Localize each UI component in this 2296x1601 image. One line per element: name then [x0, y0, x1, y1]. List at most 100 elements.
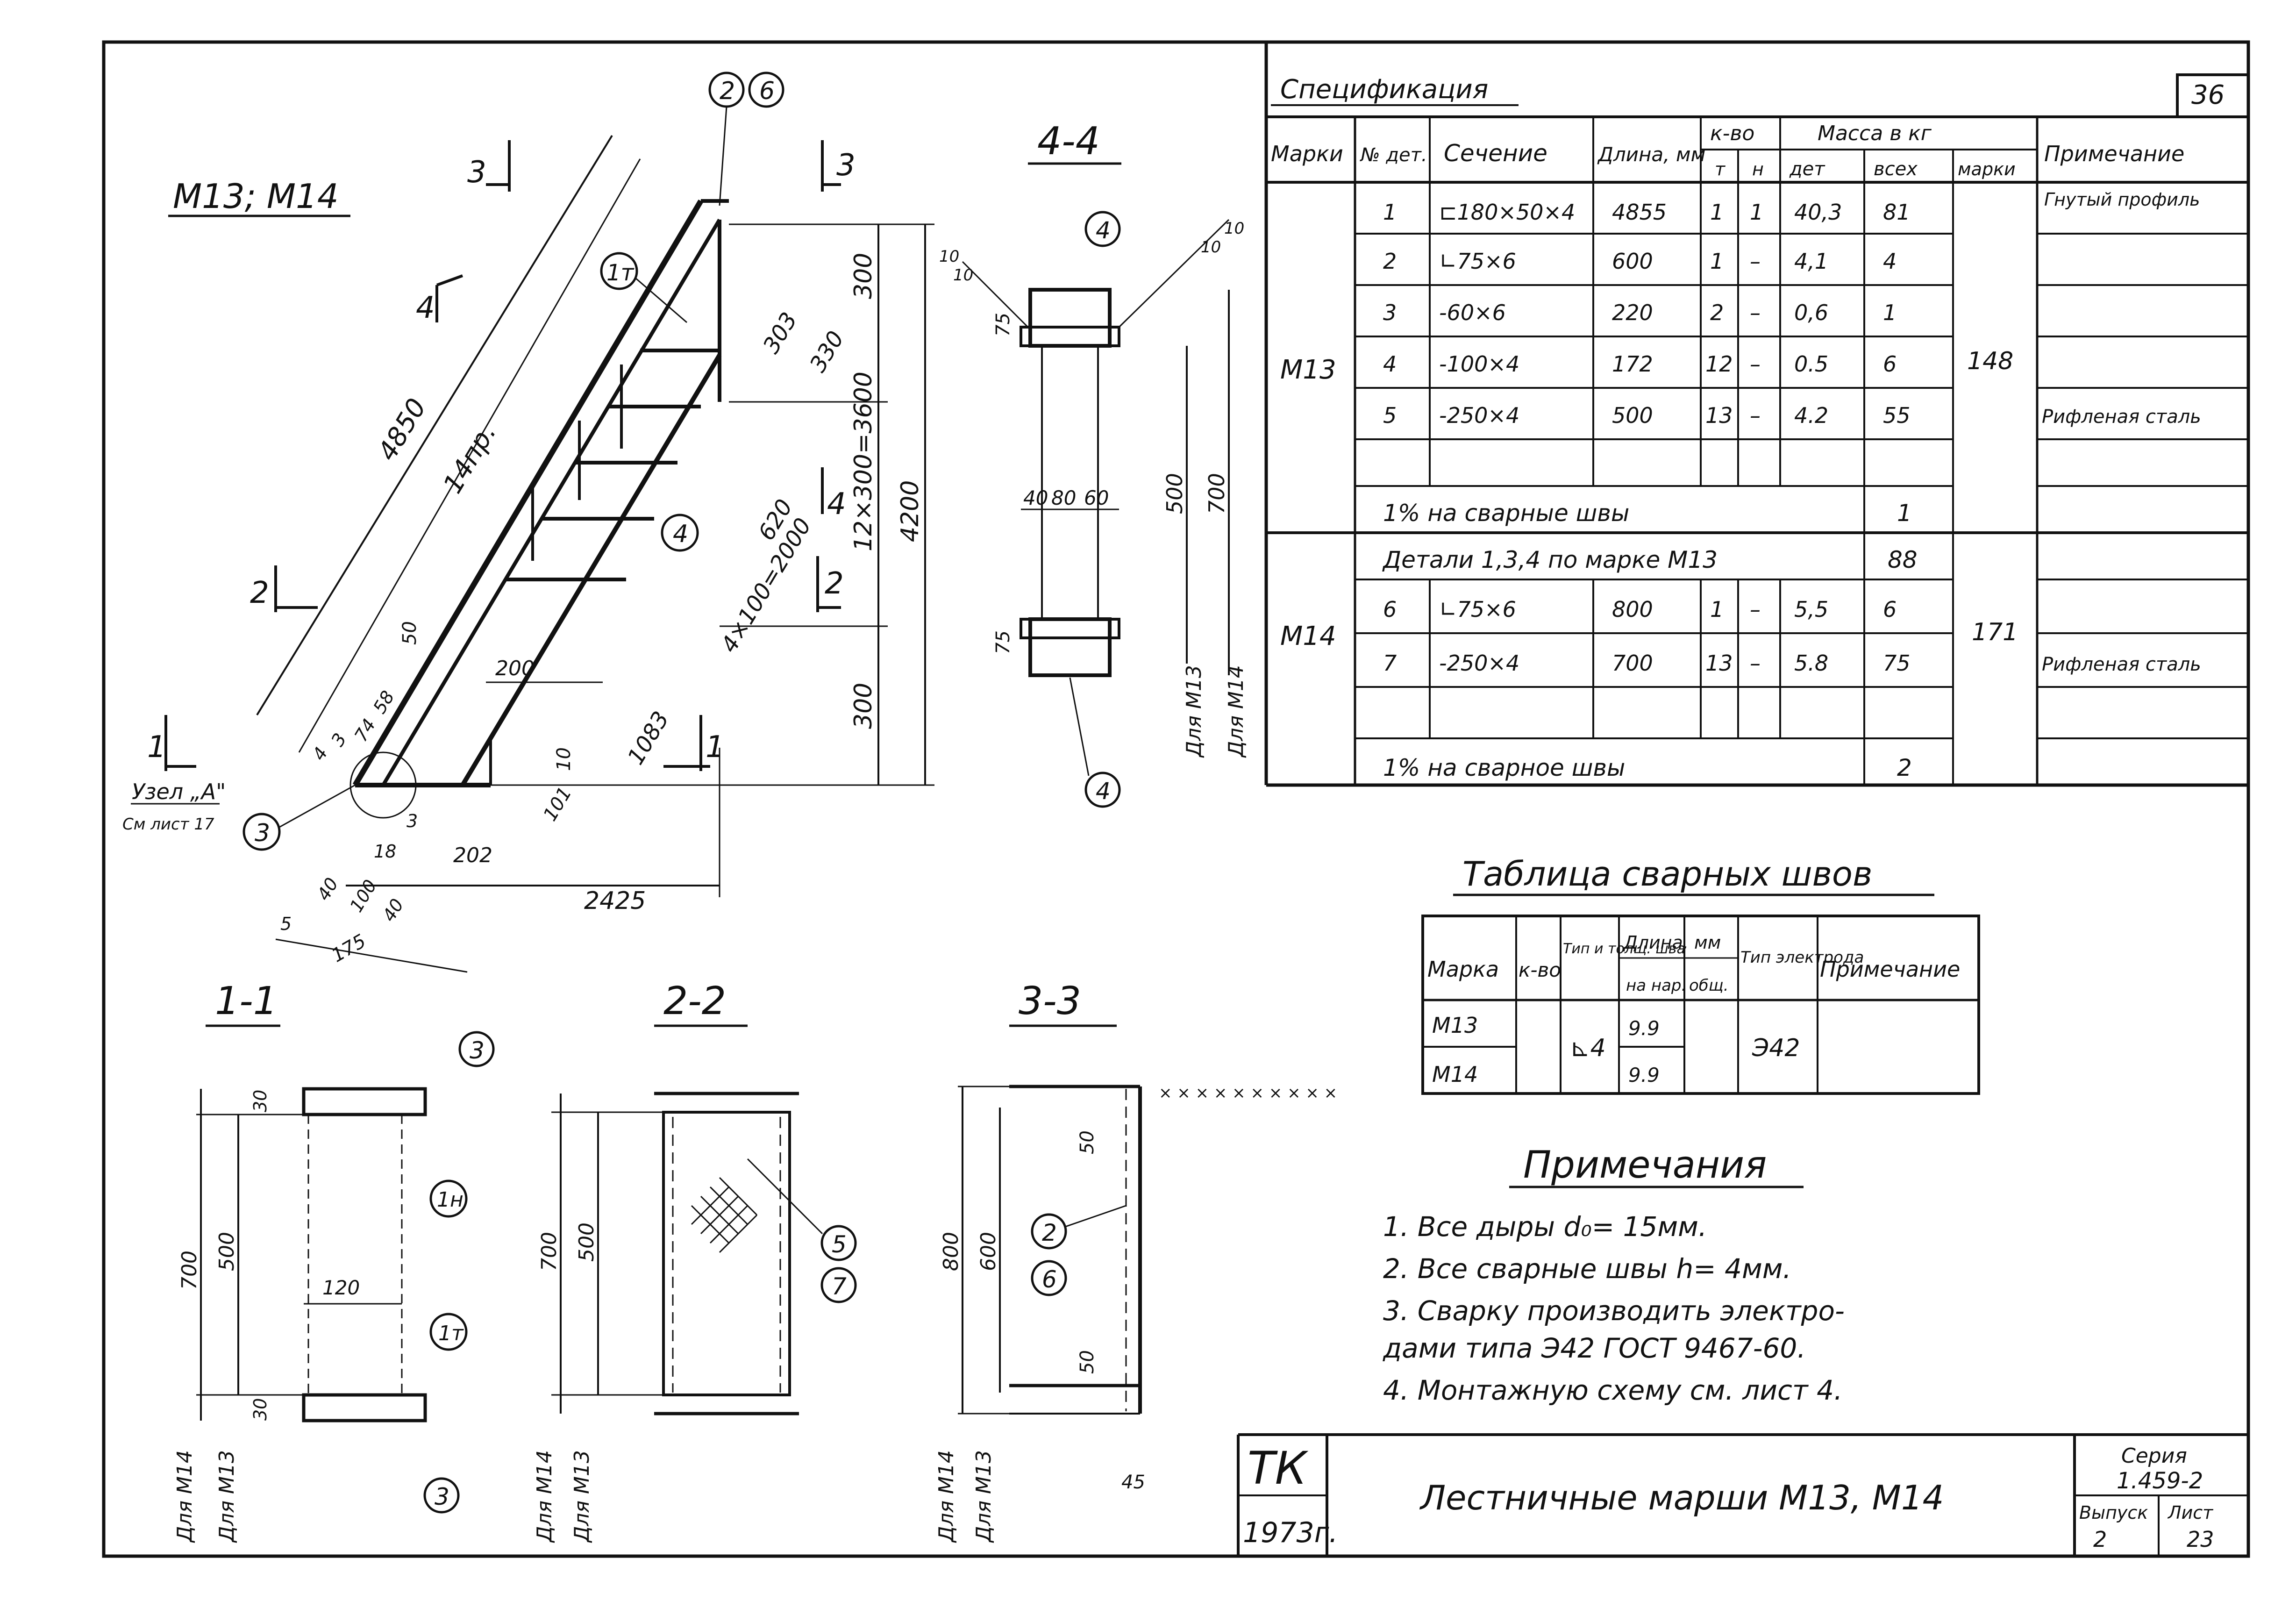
callout-1t: 1т: [600, 252, 638, 290]
svg-text:3: 3: [255, 819, 270, 847]
section-2-2-title: 2-2: [663, 979, 726, 1023]
notes: Примечания 1. Все дыры d₀= 15мм. 2. Все …: [1383, 1143, 1845, 1406]
svg-text:2: 2: [1383, 249, 1397, 274]
checker-plate-hatch: [691, 1177, 758, 1253]
svg-text:Марка: Марка: [1427, 957, 1499, 982]
svg-text:202: 202: [453, 843, 492, 867]
spec-mass-mark-m13: 148: [1967, 347, 2013, 375]
svg-text:5: 5: [1383, 403, 1397, 428]
svg-text:10: 10: [1224, 219, 1244, 238]
note-2: 2. Все сварные швы h= 4мм.: [1383, 1253, 1791, 1285]
svg-text:4: 4: [416, 291, 435, 325]
svg-text:Для М13: Для М13: [215, 1450, 239, 1543]
svg-text:75: 75: [992, 313, 1014, 336]
svg-text:58: 58: [369, 687, 399, 717]
svg-text:18: 18: [374, 841, 396, 862]
spec-header-qty: к-во: [1710, 122, 1754, 145]
svg-text:1: 1: [1710, 249, 1724, 274]
spec-title: Спецификация: [1280, 74, 1488, 105]
svg-text:172: 172: [1612, 351, 1653, 377]
svg-text:81: 81: [1883, 200, 1911, 225]
spec-mark-m13: М13: [1280, 355, 1336, 385]
spec-header-mass-all: всех: [1874, 158, 1918, 180]
spec-header-qty-t: т: [1715, 159, 1726, 179]
weld-table-title: Таблица сварных швов: [1462, 854, 1872, 893]
svg-text:-250×4: -250×4: [1439, 650, 1519, 676]
svg-text:3: 3: [470, 1037, 485, 1064]
svg-text:13: 13: [1705, 403, 1733, 428]
svg-text:12×300=3600: 12×300=3600: [849, 372, 877, 551]
series-value: 1.459-2: [2117, 1468, 2203, 1494]
svg-text:5.8: 5.8: [1794, 650, 1828, 676]
svg-text:общ.: общ.: [1689, 976, 1729, 995]
svg-text:× × × × × × × × × ×: × × × × × × × × × ×: [1159, 1084, 1337, 1102]
svg-text:6: 6: [1883, 351, 1897, 377]
spec-table: Спецификация 36: [1266, 73, 2250, 786]
mark-title: М13; М14: [173, 177, 339, 216]
svg-text:10: 10: [553, 747, 575, 771]
svg-text:1: 1: [1750, 200, 1763, 225]
svg-text:700: 700: [178, 1251, 201, 1290]
weld-row-mark-m13: М13: [1432, 1013, 1478, 1038]
section-2-2: 2-2 700 500 5 7 Для М14 Для М13: [533, 979, 857, 1543]
series-label: Серия: [2121, 1444, 2187, 1468]
spec-mass-mark-m14: 171: [1972, 618, 2018, 646]
spec-header-note: Примечание: [2044, 141, 2184, 166]
svg-text:Тип и толщ. шва: Тип и толщ. шва: [1563, 941, 1685, 957]
svg-text:100: 100: [346, 876, 381, 916]
section-mark-3-left: 3: [467, 140, 511, 192]
callout-1t-section: 1т: [429, 1313, 468, 1351]
spec-row-7: 7 -250×4 700 13 – 5.8 75: [1383, 650, 1911, 676]
svg-text:500: 500: [215, 1232, 239, 1271]
svg-text:7: 7: [1383, 650, 1397, 676]
svg-text:4,1: 4,1: [1794, 249, 1828, 274]
callout-2: 2: [708, 71, 745, 108]
svg-text:2: 2: [1710, 300, 1724, 325]
svg-text:1т: 1т: [606, 260, 635, 286]
svg-text:2: 2: [250, 576, 269, 610]
svg-text:–: –: [1750, 597, 1761, 622]
sheet-value: 23: [2187, 1527, 2214, 1552]
svg-text:303: 303: [758, 308, 802, 358]
callout-6: 6: [748, 71, 784, 108]
length-dim: 4850: [372, 393, 432, 466]
svg-text:40: 40: [1023, 486, 1048, 509]
svg-text:1: 1: [1710, 597, 1724, 622]
weld-type: ⊾4: [1570, 1034, 1606, 1062]
svg-text:500: 500: [1162, 473, 1187, 514]
svg-text:Тип электрода: Тип электрода: [1740, 948, 1864, 967]
issue-label: Выпуск: [2079, 1502, 2148, 1523]
svg-text:–: –: [1750, 650, 1761, 676]
svg-text:4855: 4855: [1612, 200, 1667, 225]
svg-text:∟75×6: ∟75×6: [1439, 249, 1516, 274]
spec-m14-details-value: 88: [1888, 546, 1918, 573]
svg-text:700: 700: [1204, 473, 1229, 514]
svg-text:5: 5: [832, 1231, 847, 1258]
svg-text:50: 50: [399, 621, 421, 645]
svg-text:∟75×6: ∟75×6: [1439, 597, 1516, 622]
svg-text:200: 200: [495, 657, 535, 680]
note-1: 1. Все дыры d₀= 15мм.: [1383, 1211, 1707, 1243]
svg-text:7: 7: [832, 1273, 847, 1300]
svg-text:4: 4: [827, 487, 846, 522]
spec-header-det-no: № дет.: [1360, 144, 1427, 166]
weld-row-mark-m14: М14: [1432, 1062, 1478, 1087]
svg-text:1: 1: [1710, 200, 1724, 225]
svg-text:–: –: [1750, 351, 1761, 377]
svg-text:2: 2: [825, 566, 844, 601]
svg-text:800: 800: [939, 1232, 963, 1271]
svg-text:700: 700: [1612, 650, 1653, 676]
svg-text:500: 500: [1612, 403, 1653, 428]
section-mark-1-right: 1: [663, 715, 725, 771]
svg-text:4: 4: [1096, 217, 1111, 244]
svg-text:40: 40: [313, 874, 342, 904]
svg-text:9.9: 9.9: [1628, 1017, 1660, 1040]
svg-text:1083: 1083: [622, 707, 674, 770]
section-3-3: 3-3 × × × × × × × × × × 800 600 50 50 45…: [934, 979, 1337, 1543]
svg-text:45: 45: [1121, 1472, 1145, 1493]
svg-text:3: 3: [836, 148, 856, 183]
spec-note-row-7: Рифленая сталь: [2042, 654, 2201, 675]
svg-text:на нар.: на нар.: [1626, 976, 1686, 995]
title-block: ТК 1973г. Лестничные марши М13, М14 Сери…: [1237, 1433, 2248, 1556]
